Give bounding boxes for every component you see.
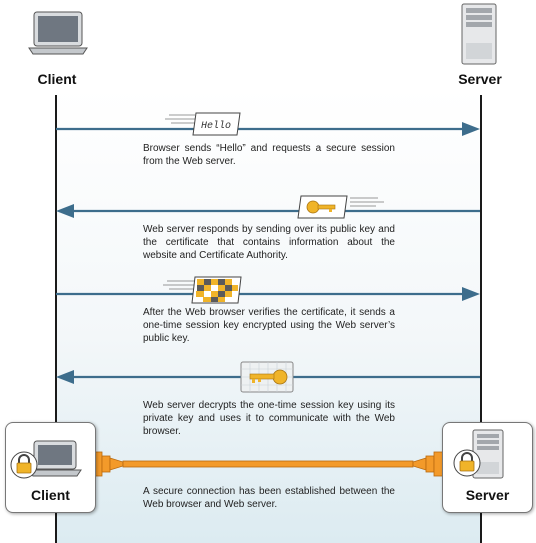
laptop-icon [28,11,88,55]
message-2: Web server responds by sending over its … [143,224,395,261]
encrypted-key-card-icon [191,276,242,304]
message-5: A secure connection has been established… [143,486,395,510]
session-key-card-icon [240,361,294,393]
padlock-icon [453,449,481,477]
arrow-client-to-server [56,287,480,301]
message-4: Web server decrypts the one-time session… [143,400,395,437]
speed-lines [350,197,384,207]
arrow-client-to-server [56,122,480,136]
client-label-bottom: Client [31,487,70,503]
padlock-icon [10,451,38,479]
server-tower-icon [461,3,497,65]
message-3: After the Web browser verifies the certi… [143,307,395,344]
speed-lines [165,114,195,124]
client-endpoint: Client [5,422,96,513]
arrow-server-to-client [56,204,480,218]
client-label-top: Client [37,71,77,87]
public-key-card-icon [297,195,348,219]
hello-card-text: Hello [201,120,231,132]
speed-lines [163,280,195,290]
message-1: Browser sends “Hello” and requests a sec… [143,143,395,167]
server-label-top: Server [458,71,502,87]
server-endpoint: Server [442,422,533,513]
client-lifeline [55,95,57,543]
laptop-icon [28,440,82,477]
server-lifeline [480,95,482,543]
server-label-bottom: Server [465,487,510,503]
hello-card: Hello [192,112,241,136]
secure-connection-cable [92,451,444,477]
server-tower-icon [472,429,504,479]
